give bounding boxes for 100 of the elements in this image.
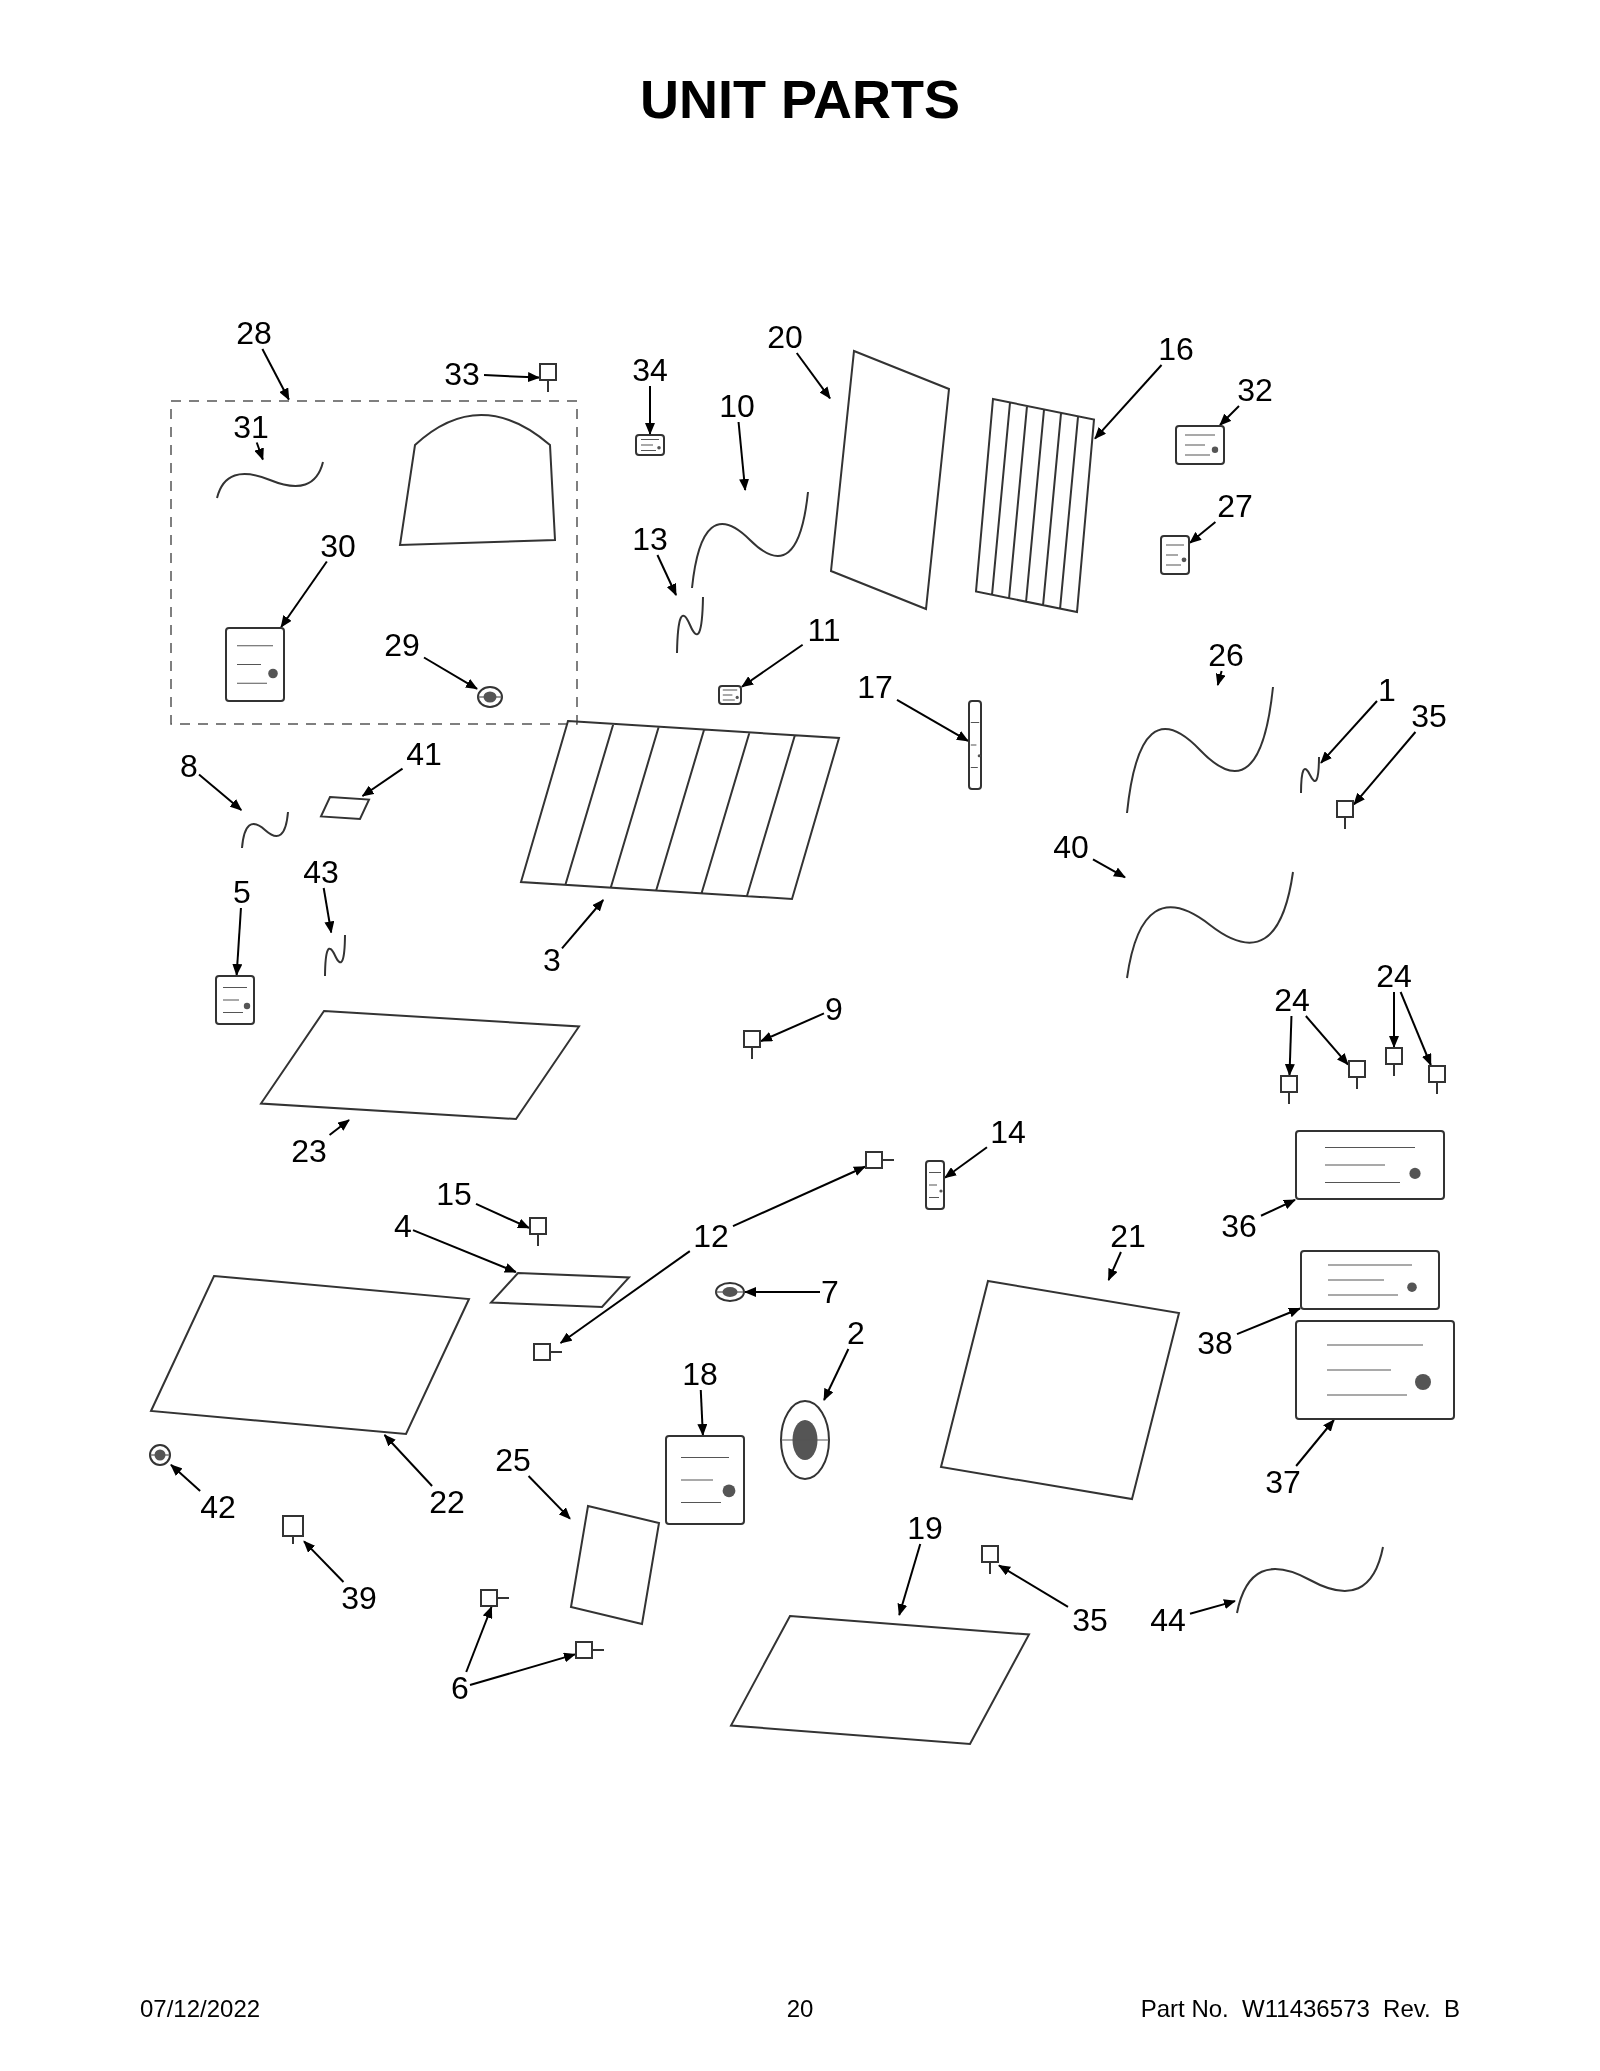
leader-arrow — [1260, 1198, 1296, 1217]
leader-arrow — [559, 1250, 691, 1344]
leader-arrow — [561, 899, 605, 950]
leader-arrow — [897, 1543, 922, 1616]
leader-arrow — [1284, 1015, 1295, 1076]
leader-arrow — [656, 554, 678, 596]
callout-number: 8 — [180, 749, 198, 783]
strap-drawing — [925, 1160, 945, 1210]
grommet-drawing — [477, 685, 503, 708]
callout-number: 39 — [341, 1581, 377, 1615]
leader-arrow — [303, 1540, 345, 1583]
fan-blade-drawing — [780, 1400, 830, 1480]
tape-drawing — [320, 796, 370, 820]
leader-arrow — [998, 1564, 1069, 1608]
screw-drawing — [539, 363, 557, 393]
leader-arrow — [1295, 1419, 1335, 1467]
leader-arrow — [741, 643, 804, 688]
tube-drawing — [675, 595, 705, 655]
panel-drawing — [150, 1275, 470, 1435]
callout-number: 40 — [1053, 830, 1089, 864]
fan-shroud-drawing — [940, 1280, 1180, 1500]
callout-number: 22 — [429, 1485, 465, 1519]
control-board-drawing — [1300, 1250, 1440, 1310]
callout-number: 37 — [1265, 1465, 1301, 1499]
foot-drawing — [149, 1444, 171, 1466]
leader-arrow — [760, 1012, 825, 1043]
screw-drawing — [1336, 800, 1354, 830]
shroud-drawing — [830, 350, 950, 610]
callout-number: 15 — [436, 1177, 472, 1211]
screw-drawing — [282, 1515, 304, 1545]
callout-number: 44 — [1150, 1603, 1186, 1637]
control-cover-drawing — [1295, 1130, 1445, 1200]
leader-arrow — [328, 1119, 350, 1137]
callout-number: 27 — [1217, 489, 1253, 523]
part-number: Part No. W11436573 Rev. B — [1140, 1995, 1460, 2023]
callout-number: 36 — [1221, 1209, 1257, 1243]
leader-arrow — [322, 887, 335, 934]
leader-arrow — [232, 907, 243, 976]
screw-drawing — [1348, 1060, 1366, 1090]
leader-arrow — [1189, 1599, 1236, 1615]
callout-number: 16 — [1158, 332, 1194, 366]
control-housing-drawing — [1295, 1320, 1455, 1420]
screw-drawing — [1428, 1065, 1446, 1095]
leader-arrow — [1389, 991, 1399, 1048]
leader-arrow — [1219, 405, 1240, 426]
callout-number: 24 — [1376, 959, 1412, 993]
page-title: UNIT PARTS — [639, 68, 961, 130]
tube-drawing — [1299, 755, 1321, 795]
callout-number: 42 — [200, 1490, 236, 1524]
callout-number: 20 — [767, 320, 803, 354]
callout-number: 26 — [1208, 638, 1244, 672]
leader-arrow — [1107, 1251, 1122, 1281]
screw-drawing — [480, 1589, 510, 1607]
leader-arrow — [527, 1475, 571, 1520]
callout-number: 17 — [857, 670, 893, 704]
drain-pan-drawing — [730, 1615, 1030, 1745]
footer-date: 07/12/2022 — [140, 1995, 261, 2023]
leader-arrow — [423, 656, 478, 690]
screw-drawing — [865, 1151, 895, 1169]
leader-arrow — [1094, 364, 1163, 440]
callout-number: 3 — [543, 943, 561, 977]
clip-drawing — [718, 685, 742, 705]
callout-number: 2 — [847, 1316, 865, 1350]
callout-number: 23 — [291, 1134, 327, 1168]
bracket-drawing — [570, 1505, 660, 1625]
leader-arrow — [1215, 670, 1226, 686]
callout-number: 13 — [632, 522, 668, 556]
leader-arrow — [412, 1229, 517, 1273]
callout-number: 24 — [1274, 983, 1310, 1017]
rail-drawing — [490, 1272, 630, 1308]
callout-number: 12 — [693, 1219, 729, 1253]
callout-number: 9 — [825, 992, 843, 1026]
evaporator-drawing — [520, 720, 840, 900]
tube-drawing — [690, 490, 810, 590]
leader-arrow — [737, 421, 750, 491]
leader-arrow — [1236, 1307, 1301, 1336]
callout-number: 33 — [444, 357, 480, 391]
screw-drawing — [1280, 1075, 1298, 1105]
callout-number: 43 — [303, 855, 339, 889]
leader-arrow — [475, 1202, 530, 1229]
callout-number: 4 — [394, 1209, 412, 1243]
leader-arrow — [280, 560, 328, 628]
screw-drawing — [533, 1343, 563, 1361]
callout-number: 41 — [406, 737, 442, 771]
screw-drawing — [529, 1217, 547, 1247]
wire-clip-drawing — [968, 700, 982, 790]
clip-drawing — [635, 434, 665, 456]
callout-number: 18 — [682, 1357, 718, 1391]
callout-number: 1 — [1378, 673, 1396, 707]
callout-number: 28 — [236, 316, 272, 350]
screw-drawing — [981, 1545, 999, 1575]
frame-drawing — [260, 1010, 580, 1120]
dashed-outline — [170, 399, 578, 725]
sleeve-drawing — [240, 810, 290, 850]
capillary-tube-drawing — [1125, 685, 1275, 815]
condenser-drawing — [975, 397, 1095, 613]
callout-number: 19 — [907, 1511, 943, 1545]
leader-arrow — [1092, 858, 1126, 879]
leader-arrow — [1304, 1015, 1349, 1066]
leader-arrow — [823, 1348, 850, 1401]
